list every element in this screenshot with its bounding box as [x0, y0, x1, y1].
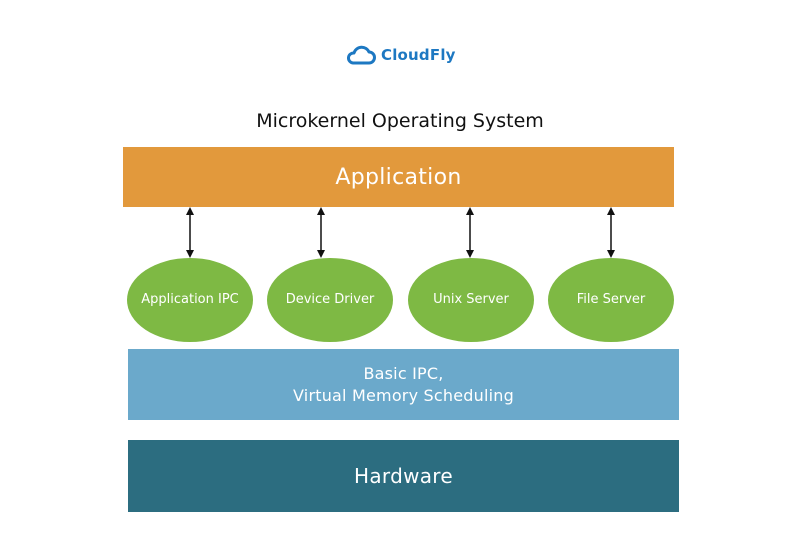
service-label: Device Driver [285, 292, 375, 307]
kernel-ipc-line-2: Virtual Memory Scheduling [293, 385, 514, 405]
service-file-server: File Server [548, 258, 674, 342]
service-label: Unix Server [433, 292, 509, 307]
hardware-layer-label: Hardware [354, 464, 453, 488]
logo: CloudFly [346, 44, 456, 66]
service-device-driver: Device Driver [267, 258, 393, 342]
hardware-layer: Hardware [128, 440, 679, 512]
cloud-icon [346, 45, 376, 65]
kernel-ipc-line-1: Basic IPC, [363, 363, 444, 383]
application-layer-label: Application [335, 164, 462, 190]
kernel-ipc-layer: Basic IPC, Virtual Memory Scheduling [128, 349, 679, 420]
service-application-ipc: Application IPC [127, 258, 253, 342]
service-unix-server: Unix Server [408, 258, 534, 342]
service-label: File Server [576, 292, 646, 307]
logo-text: CloudFly [381, 46, 456, 64]
application-layer: Application [123, 147, 674, 207]
service-label: Application IPC [141, 292, 239, 307]
diagram-title: Microkernel Operating System [256, 110, 544, 132]
